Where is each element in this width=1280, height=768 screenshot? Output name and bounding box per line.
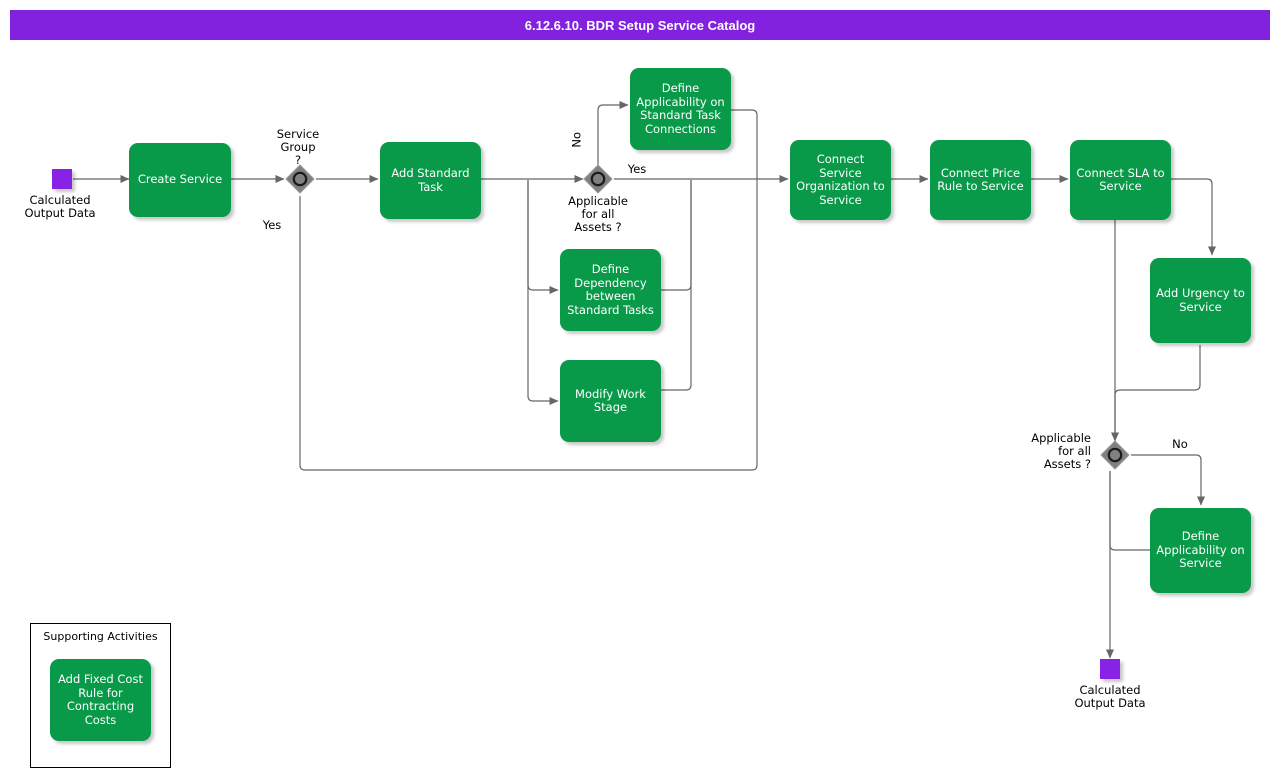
- edge-label-no-applicable-1: No: [569, 131, 584, 148]
- gateway-applicable-1-label-line3: Assets ?: [574, 220, 622, 234]
- edge-gw2-no-to-define-applicability-stc: [597, 101, 629, 165]
- task-define-applicability-on-service[interactable]: Define Applicability on Service: [1150, 508, 1251, 593]
- task-connect-sla-to-service[interactable]: Connect SLA to Service: [1070, 140, 1171, 220]
- edge-add-urgency-merge: [1114, 345, 1201, 441]
- gateway-applicable-2-label-line2: for all: [1058, 444, 1091, 458]
- edge-define-dependency-merge: [661, 180, 692, 291]
- start-data-object-label-line2: Output Data: [24, 206, 96, 220]
- task-create-service[interactable]: Create Service: [129, 143, 231, 217]
- task-connect-price-rule-to-service[interactable]: Connect Price Rule to Service: [930, 140, 1031, 220]
- edge-sla-to-add-urgency: [1171, 178, 1216, 256]
- task-define-applicability-on-standard-task-connections[interactable]: Define Applicability on Standard Task Co…: [630, 68, 731, 150]
- start-data-object-label-line1: Calculated: [29, 193, 91, 207]
- edge-label-yes-service-group: Yes: [262, 218, 282, 232]
- edge-define-applicability-service-merge: [1109, 471, 1150, 551]
- end-data-object-label-line1: Calculated: [1079, 683, 1141, 697]
- end-data-object[interactable]: [1100, 659, 1120, 679]
- gateway-service-group-label-line3: ?: [294, 153, 302, 167]
- gateway-service-group[interactable]: [285, 164, 315, 194]
- task-add-urgency-to-service[interactable]: Add Urgency to Service: [1150, 258, 1251, 343]
- page-title: 6.12.6.10. BDR Setup Service Catalog: [10, 10, 1270, 40]
- task-connect-service-organization-to-service[interactable]: Connect Service Organization to Service: [790, 140, 891, 220]
- edge-define-applicability-stc-merge: [731, 109, 758, 180]
- edge-label-yes-applicable-1: Yes: [627, 162, 647, 176]
- supporting-activities-title: Supporting Activities: [43, 630, 158, 643]
- edge-gw1-yes-loop: [299, 180, 758, 471]
- gateway-applicable-1-label-line2: for all: [581, 207, 615, 221]
- gateway-applicable-2-label-line1: Applicable: [1031, 431, 1091, 445]
- gateway-applicable-for-all-assets-2[interactable]: [1100, 440, 1130, 470]
- start-data-object[interactable]: [52, 169, 72, 189]
- end-data-object-label-line2: Output Data: [1074, 696, 1146, 710]
- edge-modify-work-stage-merge: [661, 180, 692, 391]
- task-modify-work-stage[interactable]: Modify Work Stage: [560, 360, 661, 442]
- gateway-applicable-1-label-line1: Applicable: [568, 194, 628, 208]
- gateway-applicable-2-label-line3: Assets ?: [1043, 457, 1091, 471]
- task-define-dependency-between-standard-tasks[interactable]: Define Dependency between Standard Tasks: [560, 249, 661, 331]
- edge-gw3-no-to-define-applicability-service: [1131, 454, 1205, 506]
- gateway-service-group-label-line1: Service: [276, 127, 320, 141]
- task-add-standard-task[interactable]: Add Standard Task: [380, 142, 481, 219]
- edge-label-no-applicable-2: No: [1172, 437, 1188, 451]
- gateway-applicable-for-all-assets-1[interactable]: [583, 164, 613, 194]
- gateway-service-group-label-line2: Group: [280, 140, 316, 154]
- task-add-fixed-cost-rule-for-contracting-costs[interactable]: Add Fixed Cost Rule for Contracting Cost…: [50, 659, 151, 741]
